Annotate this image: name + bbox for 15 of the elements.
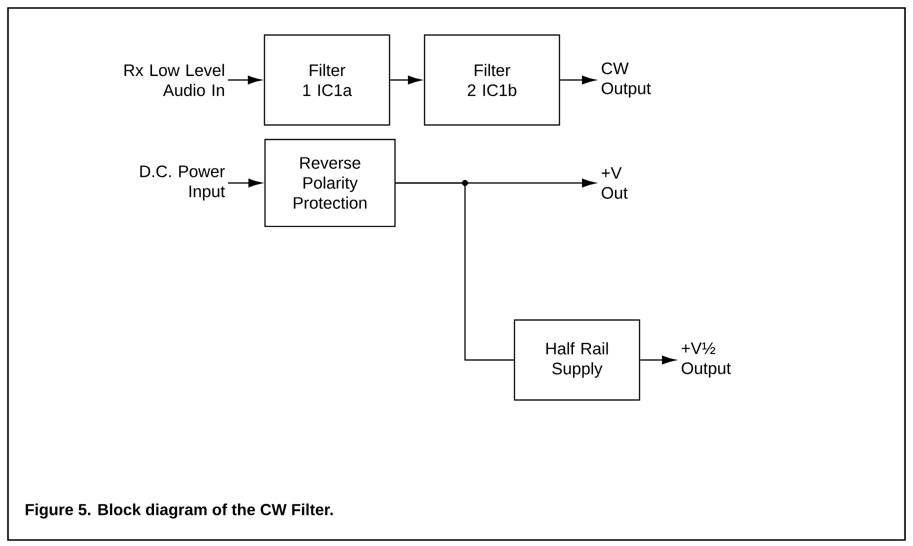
block-box: Filter 1 IC1a (264, 34, 390, 126)
connector-arrow (390, 76, 422, 84)
block-box: Reverse Polarity Protection (264, 138, 396, 228)
connector-arrow (228, 178, 262, 188)
connector-arrow (560, 76, 596, 84)
connector-arrow (640, 356, 676, 364)
signal-label: CW Output (602, 62, 651, 98)
figure-caption: Figure 5. Block diagram of the CW Filter. (26, 504, 333, 518)
signal-label: D.C. Power Input (140, 165, 225, 201)
block-box: Filter 2 IC1b (424, 34, 560, 126)
block-box: Half Rail Supply (514, 319, 640, 401)
signal-label: Rx Low Level Audio In (124, 64, 224, 96)
connector-arrow (228, 76, 262, 84)
signal-label: +V½ Output (682, 342, 731, 378)
signal-label: +V Out (602, 167, 628, 199)
